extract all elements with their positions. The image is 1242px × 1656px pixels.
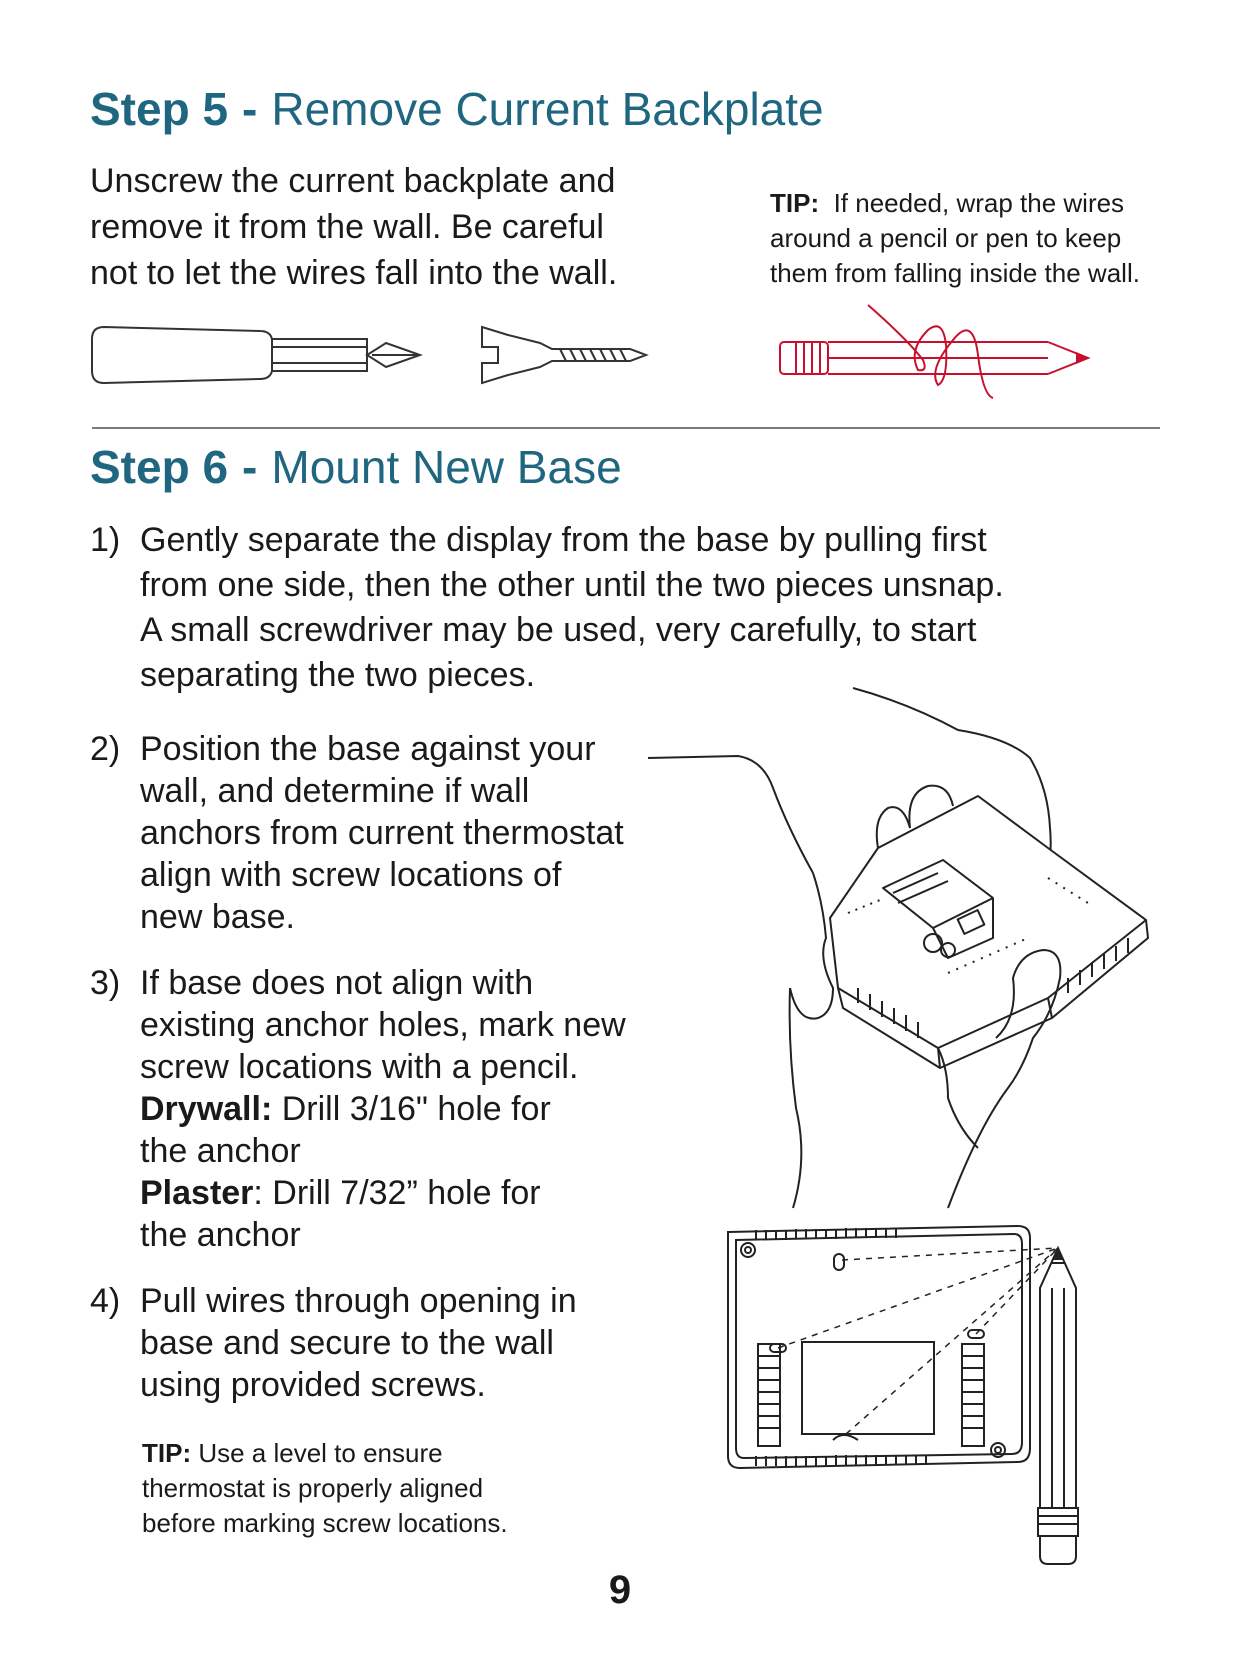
- list-item-text: If base does not align with existing anc…: [140, 962, 626, 1256]
- list-item-line: Gently separate the display from the bas…: [140, 521, 987, 559]
- step5-body-line: not to let the wires fall into the wall.: [90, 254, 618, 292]
- list-item-line: existing anchor holes, mark new: [140, 1006, 626, 1044]
- step6-tip-line: before marking screw locations.: [142, 1508, 508, 1538]
- screwdriver-icon: [91, 325, 424, 385]
- step5-tip-line: If needed, wrap the wires: [833, 188, 1125, 218]
- step5-tip-line: around a pencil or pen to keep: [770, 223, 1122, 253]
- list-item-line: new base.: [140, 898, 295, 936]
- list-item-text: Pull wires through opening in base and s…: [140, 1280, 577, 1406]
- step6-tip: TIP: Use a level to ensure thermostat is…: [142, 1436, 508, 1541]
- step6-heading: Step 6-Mount New Base: [90, 440, 622, 494]
- list-item-line: base and secure to the wall: [140, 1324, 554, 1362]
- step6-tip-label: TIP:: [142, 1438, 192, 1468]
- list-item-line: the anchor: [140, 1132, 301, 1170]
- step6-tip-line: thermostat is properly aligned: [142, 1473, 484, 1503]
- plaster-label: Plaster: [140, 1174, 254, 1212]
- step5-tip-line: them from falling inside the wall.: [770, 258, 1140, 288]
- step5-label: Step 5: [90, 83, 229, 135]
- step5-body: Unscrew the current backplate and remove…: [90, 158, 617, 296]
- list-item-line: using provided screws.: [140, 1366, 486, 1404]
- drywall-text: Drill 3/16" hole for: [272, 1090, 551, 1128]
- pencil-wire-wrap-icon: [779, 304, 1091, 399]
- list-item-number: 2): [90, 730, 121, 768]
- list-item-line: from one side, then the other until the …: [140, 566, 1004, 604]
- step5-body-line: Unscrew the current backplate and: [90, 162, 616, 200]
- wall-anchor-icon: [481, 325, 649, 385]
- step6-tip-line: Use a level to ensure: [198, 1438, 443, 1468]
- step5-title: Remove Current Backplate: [271, 83, 824, 135]
- section-divider: [92, 427, 1160, 429]
- list-item-line: align with screw locations of: [140, 856, 562, 894]
- list-item-line: Pull wires through opening in: [140, 1282, 577, 1320]
- list-item-text: Gently separate the display from the bas…: [140, 518, 1004, 698]
- step6-dash: -: [242, 441, 258, 493]
- list-item-line: screw locations with a pencil.: [140, 1048, 579, 1086]
- list-item-number: 3): [90, 964, 121, 1002]
- list-item-line: Position the base against your: [140, 730, 596, 768]
- list-item-text: Position the base against your wall, and…: [140, 728, 624, 938]
- list-item-line: separating the two pieces.: [140, 656, 536, 694]
- plaster-line: Plaster: Drill 7/32” hole for: [140, 1172, 626, 1214]
- hands-holding-base-illustration: [647, 687, 1149, 1209]
- step6-title: Mount New Base: [271, 441, 622, 493]
- list-item-line: If base does not align with: [140, 964, 534, 1002]
- list-item-number: 4): [90, 1282, 121, 1320]
- list-item-number: 1): [90, 521, 121, 559]
- list-item-line: wall, and determine if wall: [140, 772, 530, 810]
- step5-body-line: remove it from the wall. Be careful: [90, 208, 604, 246]
- base-plate-pencil-illustration: [727, 1224, 1079, 1565]
- page-number: 9: [608, 1568, 632, 1612]
- step5-heading: Step 5-Remove Current Backplate: [90, 82, 824, 136]
- step5-dash: -: [242, 83, 258, 135]
- list-item-line: the anchor: [140, 1216, 301, 1254]
- step5-tip-label: TIP:: [770, 188, 820, 218]
- list-item-line: anchors from current thermostat: [140, 814, 624, 852]
- drywall-line: Drywall: Drill 3/16" hole for: [140, 1088, 626, 1130]
- step5-tip: TIP: If needed, wrap the wires around a …: [770, 186, 1140, 291]
- plaster-text: : Drill 7/32” hole for: [253, 1174, 541, 1212]
- list-item-line: A small screwdriver may be used, very ca…: [140, 611, 977, 649]
- drywall-label: Drywall:: [140, 1090, 273, 1128]
- step6-label: Step 6: [90, 441, 229, 493]
